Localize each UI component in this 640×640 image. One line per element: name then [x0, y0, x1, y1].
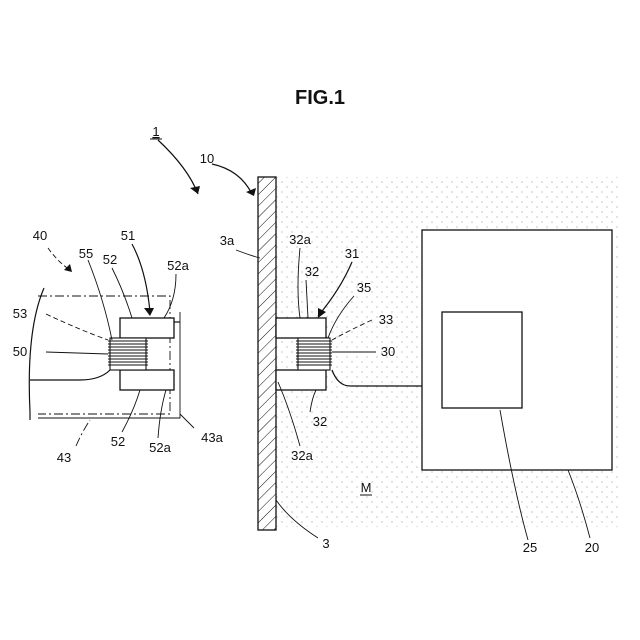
- label-53: 53: [13, 306, 27, 321]
- core-52-bottom: [120, 370, 174, 390]
- label-20: 20: [585, 540, 599, 555]
- label-55: 55: [79, 246, 93, 261]
- label-M: M: [361, 480, 372, 495]
- label-52-bottom: 52: [111, 434, 125, 449]
- unit-25: [442, 312, 522, 408]
- label-52a-top: 52a: [167, 258, 189, 273]
- figure-title: FIG.1: [295, 87, 345, 109]
- label-52a-bottom: 52a: [149, 440, 171, 455]
- label-32-top: 32: [305, 264, 319, 279]
- core-32-bottom: [276, 370, 326, 390]
- label-52-top: 52: [103, 252, 117, 267]
- wall-3: [258, 177, 276, 530]
- label-43a: 43a: [201, 430, 223, 445]
- label-30: 30: [381, 344, 395, 359]
- label-3a: 3a: [220, 233, 235, 248]
- core-52-top: [120, 318, 174, 338]
- label-10: 10: [200, 151, 214, 166]
- label-3: 3: [322, 536, 329, 551]
- label-40: 40: [33, 228, 47, 243]
- label-1: 1: [152, 124, 159, 139]
- core-32-top: [276, 318, 326, 338]
- label-32-bottom: 32: [313, 414, 327, 429]
- label-32a-top: 32a: [289, 232, 311, 247]
- label-25: 25: [523, 540, 537, 555]
- label-33: 33: [379, 312, 393, 327]
- label-32a-bottom: 32a: [291, 448, 313, 463]
- label-35: 35: [357, 280, 371, 295]
- label-43: 43: [57, 450, 71, 465]
- label-50: 50: [13, 344, 27, 359]
- label-51: 51: [121, 228, 135, 243]
- label-31: 31: [345, 246, 359, 261]
